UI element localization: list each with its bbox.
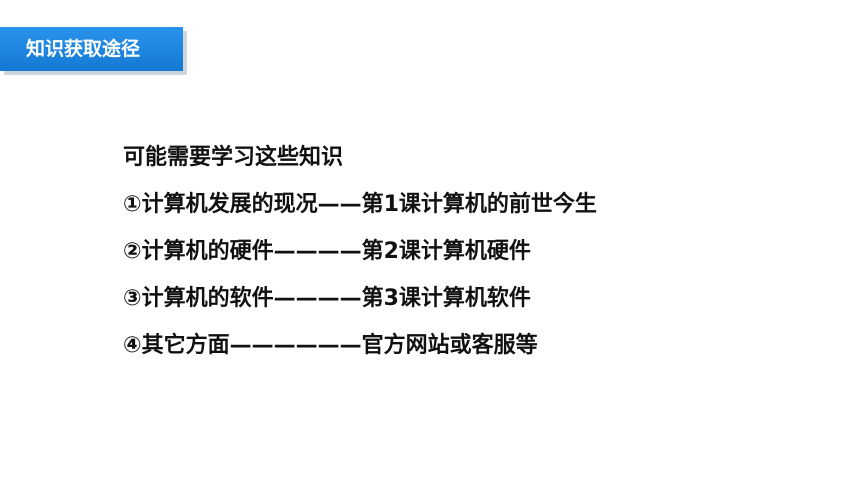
title-banner: 知识获取途径 — [0, 27, 187, 75]
title-banner-body: 知识获取途径 — [0, 27, 183, 71]
content-block: 可能需要学习这些知识 ①计算机发展的现况——第1课计算机的前世今生 ②计算机的硬… — [123, 143, 763, 378]
list-item: ②计算机的硬件————第2课计算机硬件 — [123, 239, 531, 264]
page-title: 知识获取途径 — [26, 38, 141, 60]
list-item: ④其它方面——————官方网站或客服等 — [123, 333, 538, 358]
intro-text: 可能需要学习这些知识 — [123, 145, 344, 170]
list-item: ①计算机发展的现况——第1课计算机的前世今生 — [123, 192, 597, 217]
list-item: ③计算机的软件————第3课计算机软件 — [123, 286, 531, 311]
